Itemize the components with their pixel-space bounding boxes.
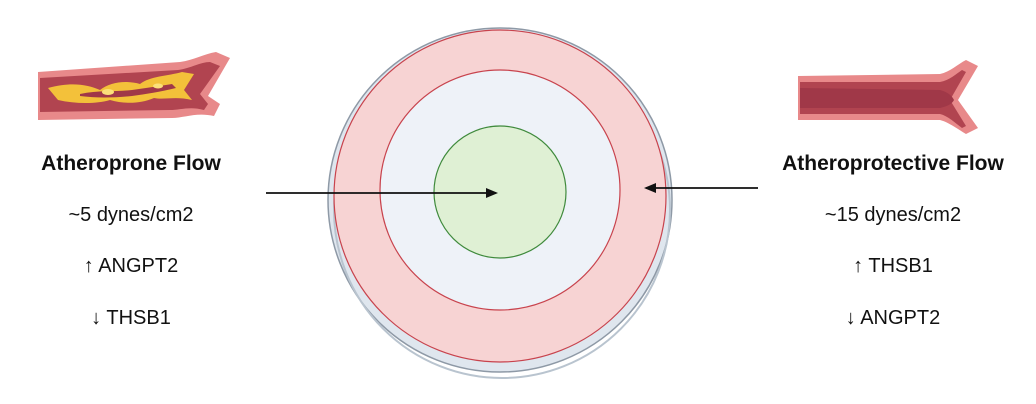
- atheroprone-title: Atheroprone Flow: [41, 152, 221, 175]
- inner-well: [433, 125, 567, 259]
- atheroprone-shear-stress: ~5 dynes/cm2: [68, 204, 194, 226]
- atheroprotective-downregulated: ↓ ANGPT2: [845, 307, 941, 329]
- plaque-artery-icon: [38, 52, 230, 120]
- atheroprone-upregulated: ↑ ANGPT2: [83, 255, 179, 277]
- atheroprone-downregulated: ↓ THSB1: [91, 307, 171, 329]
- atheroprotective-shear-stress: ~15 dynes/cm2: [824, 204, 962, 226]
- healthy-artery-icon: [798, 60, 978, 134]
- atheroprotective-upregulated: ↑ THSB1: [853, 255, 933, 277]
- orbital-shaker-dish-icon: [327, 27, 673, 379]
- atheroprotective-title: Atheroprotective Flow: [782, 152, 1004, 175]
